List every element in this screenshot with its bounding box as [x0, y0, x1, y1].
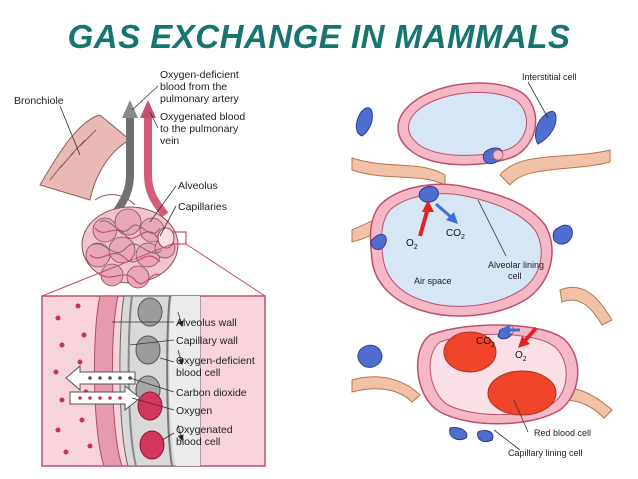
label-deficient-blood-3: pulmonary artery	[160, 93, 240, 105]
page-title: GAS EXCHANGE IN MAMMALS	[67, 18, 571, 55]
label-air-space: Air space	[414, 276, 452, 286]
label-oxygenated-blood-2: to the pulmonary	[160, 123, 239, 135]
label-capillary-lining-cell: Capillary lining cell	[508, 448, 583, 458]
label-oxygenated-cell-1: Oxygenated	[176, 424, 233, 436]
label-deficient-cell-2: blood cell	[176, 367, 220, 379]
label-interstitial-cell: Interstitial cell	[522, 72, 577, 82]
label-oxygenated-cell-2: blood cell	[176, 436, 220, 448]
label-o2-bottom: O2	[515, 350, 527, 363]
label-alveolus-wall: Alveolus wall	[176, 317, 237, 329]
label-bronchiole: Bronchiole	[14, 95, 64, 107]
alveolar-cross-section	[351, 82, 613, 443]
right-label-leaders	[477, 81, 549, 451]
label-capillary-wall: Capillary wall	[176, 335, 238, 347]
label-co2-top: CO2	[446, 228, 465, 241]
label-oxygen: Oxygen	[176, 405, 212, 417]
label-capillaries: Capillaries	[178, 201, 227, 213]
label-co2-bottom: CO2	[476, 336, 495, 349]
label-deficient-blood-1: Oxygen-deficient	[160, 69, 239, 81]
label-alveolar-lining-1: Alveolar lining	[488, 260, 544, 270]
label-oxygenated-blood-1: Oxygenated blood	[160, 111, 245, 123]
label-oxygenated-blood-3: vein	[160, 135, 179, 147]
label-carbon-dioxide: Carbon dioxide	[176, 387, 247, 399]
capillary-inset-illustration	[41, 295, 266, 467]
label-alveolar-lining-2: cell	[508, 271, 522, 281]
label-deficient-blood-2: blood from the	[160, 81, 227, 93]
label-alveolus: Alveolus	[178, 180, 218, 192]
label-deficient-cell-1: Oxygen-deficient	[176, 355, 255, 367]
label-o2-top: O2	[406, 238, 418, 251]
label-red-blood-cell: Red blood cell	[534, 428, 591, 438]
alveolus-cluster-illustration	[39, 100, 266, 297]
left-label-leaders	[59, 85, 177, 441]
